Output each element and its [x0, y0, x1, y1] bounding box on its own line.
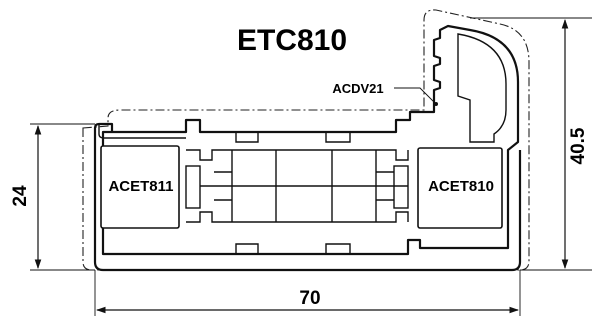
right-profile-code: ACET810 [428, 178, 494, 195]
width-dimension-value: 70 [299, 288, 320, 309]
thermal-break [185, 132, 409, 254]
width-dimension [94, 270, 521, 316]
left-top-lip [98, 124, 186, 139]
right-chamber [417, 147, 503, 229]
left-height-dimension [30, 123, 95, 271]
drawing-title: ETC810 [237, 24, 347, 57]
left-chamber [100, 145, 180, 229]
callout-leader [394, 87, 437, 105]
frame-base-outline [93, 150, 522, 272]
left-profile-code: ACET811 [108, 178, 173, 195]
left-height-dimension-value: 24 [10, 185, 31, 207]
right-height-dimension [470, 17, 592, 271]
right-height-dimension-value: 40.5 [568, 127, 589, 164]
gasket-callout-label: ACDV21 [332, 81, 383, 96]
callout-dot [434, 102, 438, 106]
envelope-outline [82, 9, 530, 271]
right-leg-inner [457, 33, 507, 143]
